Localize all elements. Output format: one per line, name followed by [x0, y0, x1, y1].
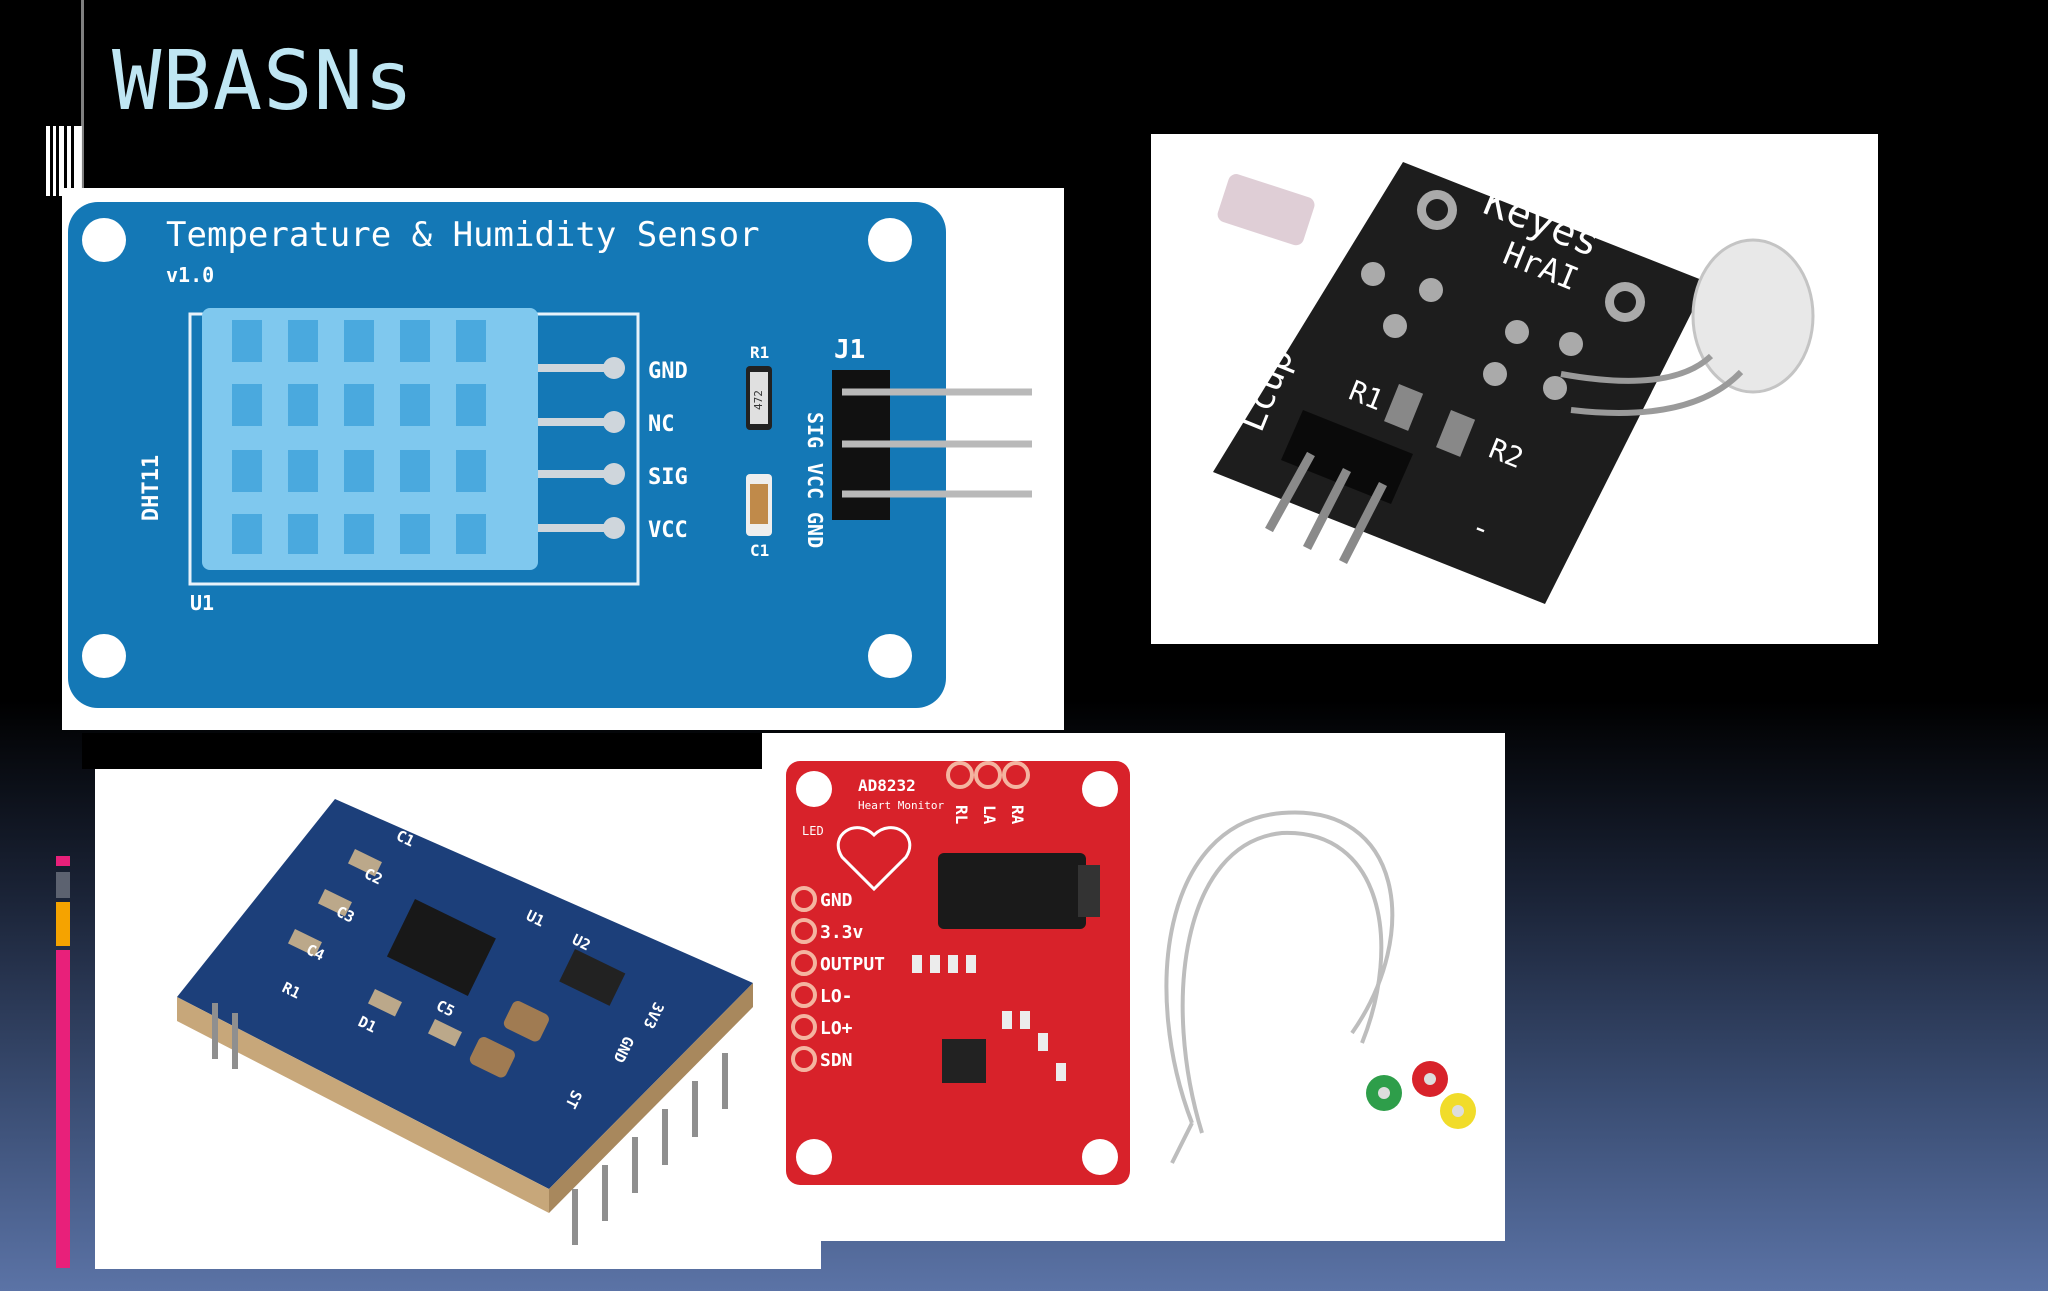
c1-label: C1	[750, 541, 769, 560]
accent-pink-top	[56, 856, 70, 866]
pin-vcc: VCC	[648, 518, 688, 543]
ecg-chip-label: AD8232	[858, 776, 916, 795]
accel-photo-frame	[82, 733, 762, 769]
ecg-pin-output: OUTPUT	[820, 954, 885, 975]
ecg-pin-sdn: SDN	[820, 1050, 853, 1071]
accelerometer-module-illustration: C1 C2 C3 C4 R1 D1 C5 U1 U2 3V3 GND ST	[177, 799, 753, 1245]
decorative-bars	[46, 126, 82, 196]
dht11-sensor-photo: Temperature & Humidity Sensor v1.0 DHT11…	[62, 188, 1064, 730]
header-pin-vcc: VCC	[803, 463, 827, 499]
ecg-pin-3v3: 3.3v	[820, 922, 864, 943]
board-title: Temperature & Humidity Sensor	[166, 215, 760, 255]
ecg-module-illustration: AD8232 Heart Monitor RL LA RA LED GND 3.…	[786, 761, 1476, 1185]
pin-sig: SIG	[648, 465, 688, 490]
ecg-subtitle: Heart Monitor	[858, 799, 944, 812]
heartbeat-sensor-illustration: Keyes HrAI Lcup R1 R2 S -	[1213, 162, 1815, 604]
lead-rl: RL	[952, 805, 971, 824]
led-label: LED	[802, 824, 824, 838]
chip-label: DHT11	[139, 455, 164, 521]
left-rule	[81, 0, 84, 200]
u1-label: U1	[190, 591, 214, 615]
r1-label: R1	[750, 343, 769, 362]
j1-label: J1	[834, 335, 865, 365]
lead-la: LA	[980, 805, 999, 825]
dht11-sensor-illustration: Temperature & Humidity Sensor v1.0 DHT11…	[68, 202, 1032, 708]
pin-nc: NC	[648, 412, 675, 437]
header-pin-gnd: GND	[803, 512, 827, 548]
pin-gnd: GND	[648, 359, 688, 384]
ecg-pin-lo-plus: LO+	[820, 1018, 853, 1039]
lead-ra: RA	[1008, 805, 1027, 825]
mark-s: S	[1260, 285, 1286, 319]
accelerometer-module-photo: C1 C2 C3 C4 R1 D1 C5 U1 U2 3V3 GND ST	[95, 769, 821, 1269]
accent-pink-long	[56, 950, 70, 1268]
header-pin-sig: SIG	[803, 412, 827, 448]
accent-orange	[56, 902, 70, 946]
r1-value: 472	[752, 390, 765, 410]
ecg-pin-lo-minus: LO-	[820, 986, 853, 1007]
ecg-module-photo: AD8232 Heart Monitor RL LA RA LED GND 3.…	[762, 733, 1505, 1241]
accent-gray	[56, 872, 70, 898]
slide-title: WBASNs	[112, 34, 415, 129]
board-version: v1.0	[166, 263, 214, 287]
ecg-pin-gnd: GND	[820, 890, 853, 911]
heartbeat-sensor-photo: Keyes HrAI Lcup R1 R2 S -	[1151, 134, 1878, 644]
